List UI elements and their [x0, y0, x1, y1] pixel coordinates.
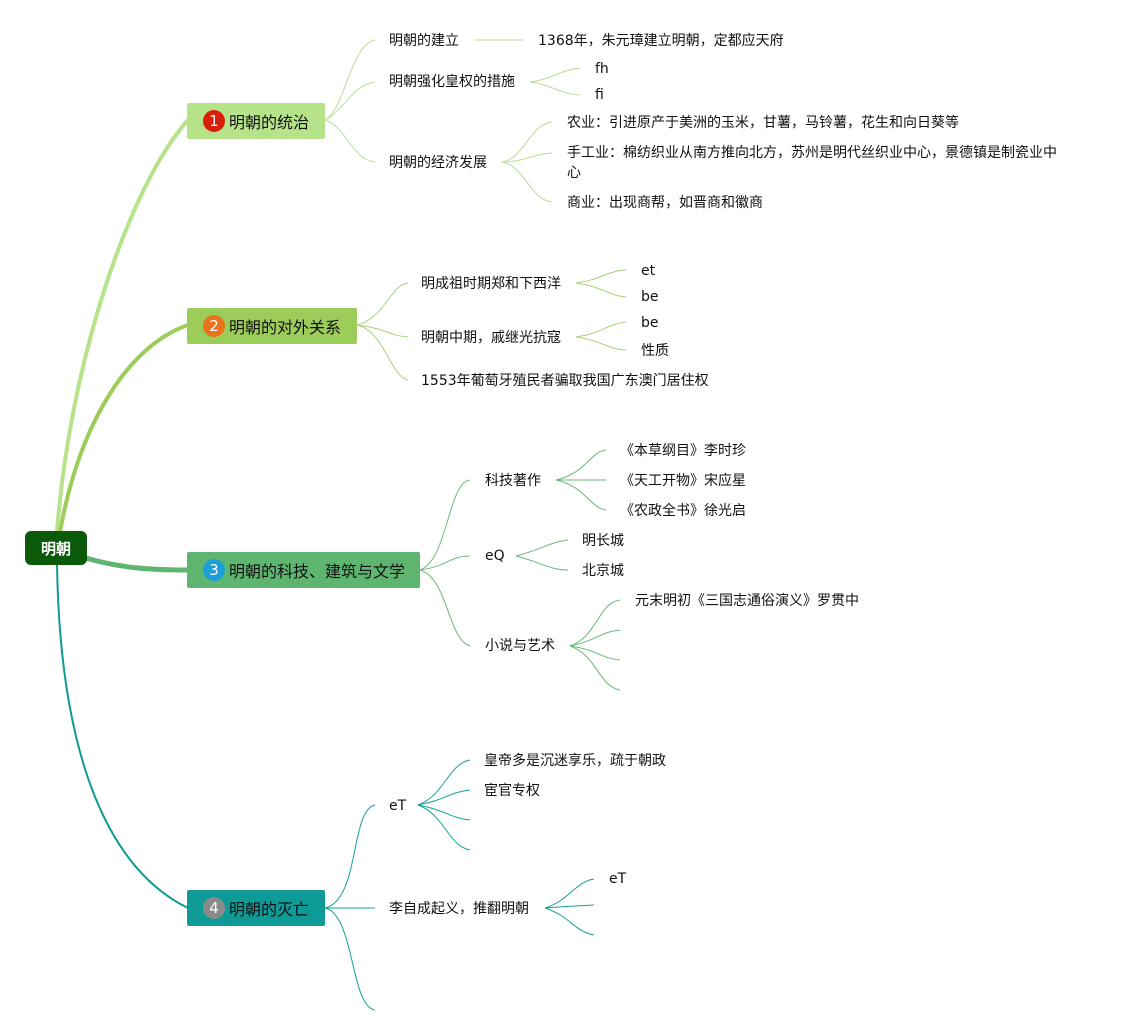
branch-3-node[interactable]: 3 明朝的科技、建筑与文学	[187, 552, 420, 588]
subtopic-handicraft[interactable]: 手工业：棉纺织业从南方推向北方，苏州是明代丝织业中心，景德镇是制瓷业中心	[567, 145, 1057, 181]
branch-4-label: 明朝的灭亡	[229, 900, 310, 919]
branch-1-links	[324, 39, 581, 203]
branch-1-node[interactable]: 1 明朝的统治	[187, 103, 325, 139]
subtopic-beijing[interactable]: 北京城	[582, 563, 624, 579]
topic-science-works[interactable]: 科技著作	[485, 473, 541, 489]
topic-zheng-he[interactable]: 明成祖时期郑和下西洋	[421, 276, 561, 292]
root-label: 明朝	[40, 539, 71, 558]
subtopic-nongzheng[interactable]: 《农政全书》徐光启	[620, 503, 746, 519]
topic-macau[interactable]: 1553年葡萄牙殖民者骗取我国广东澳门居住权	[421, 373, 709, 389]
topic-eq[interactable]: eQ	[485, 548, 505, 564]
subtopic-agriculture[interactable]: 农业：引进原产于美洲的玉米，甘薯，马铃薯，花生和向日葵等	[567, 115, 959, 131]
subtopic-be-2[interactable]: be	[641, 315, 659, 331]
subtopic-nature[interactable]: 性质	[641, 343, 669, 359]
subtopic-tiangong[interactable]: 《天工开物》宋应星	[620, 473, 746, 489]
subtopic-fi[interactable]: fi	[595, 87, 604, 103]
subtopic-eunuchs[interactable]: 宦官专权	[484, 783, 540, 799]
branch-4-node[interactable]: 4 明朝的灭亡	[187, 890, 325, 926]
subtopic-bencao[interactable]: 《本草纲目》李时珍	[620, 443, 746, 459]
number-2-icon: 2	[203, 315, 225, 337]
number-3-icon: 3	[203, 559, 225, 581]
number-4-icon: 4	[203, 897, 225, 919]
topic-et-fall[interactable]: eT	[389, 798, 407, 814]
subtopic-et-2[interactable]: eT	[609, 871, 627, 887]
branch-1-label: 明朝的统治	[229, 113, 310, 132]
link-root-b2	[58, 323, 190, 534]
topic-imperial-power[interactable]: 明朝强化皇权的措施	[389, 74, 515, 90]
topic-li-zicheng[interactable]: 李自成起义，推翻明朝	[389, 901, 529, 917]
branch-2-label: 明朝的对外关系	[229, 318, 342, 337]
branch-3-label: 明朝的科技、建筑与文学	[229, 562, 406, 581]
branch-4-links	[324, 759, 595, 1011]
subtopic-1368[interactable]: 1368年，朱元璋建立明朝，定都应天府	[538, 33, 784, 49]
topic-ming-founding[interactable]: 明朝的建立	[389, 33, 459, 49]
topic-qi-jiguang[interactable]: 明朝中期，戚继光抗寇	[421, 330, 561, 346]
subtopic-fh[interactable]: fh	[595, 61, 609, 77]
topic-novels-arts[interactable]: 小说与艺术	[485, 638, 555, 654]
subtopic-great-wall[interactable]: 明长城	[582, 533, 624, 549]
subtopic-sanguo[interactable]: 元末明初《三国志通俗演义》罗贯中	[635, 593, 859, 609]
link-root-b3	[83, 555, 191, 573]
branch-3-links	[419, 449, 621, 691]
subtopic-commerce[interactable]: 商业：出现商帮，如晋商和徽商	[567, 195, 763, 211]
link-root-b4	[56, 563, 189, 909]
branch-2-node[interactable]: 2 明朝的对外关系	[187, 308, 357, 344]
subtopic-be[interactable]: be	[641, 289, 659, 305]
branch-2-links	[356, 269, 627, 381]
root-node[interactable]: 明朝	[25, 531, 87, 565]
subtopic-emperors[interactable]: 皇帝多是沉迷享乐，疏于朝政	[484, 753, 666, 769]
link-root-b1	[55, 118, 190, 534]
subtopic-et[interactable]: et	[641, 263, 656, 279]
topic-economy[interactable]: 明朝的经济发展	[389, 155, 487, 171]
number-1-icon: 1	[203, 110, 225, 132]
